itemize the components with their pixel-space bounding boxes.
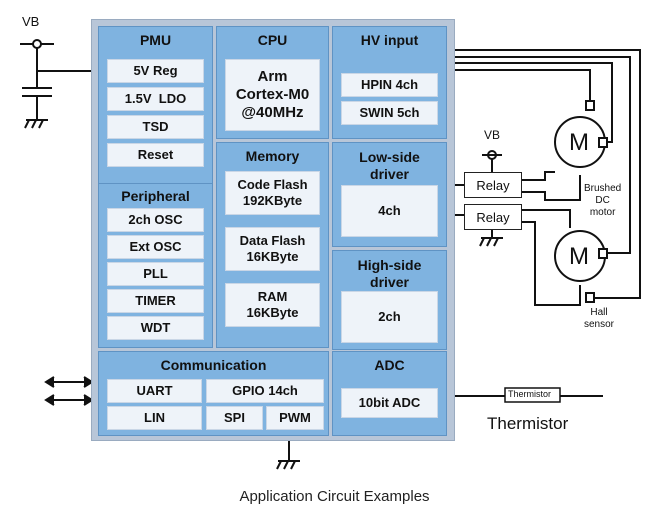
memory-item: Code Flash 192KByte [225,171,320,215]
peripheral-item: 2ch OSC [107,208,204,232]
communication-title: Communication [160,357,267,373]
low-side-driver-channels: 4ch [341,185,438,237]
pmu-title: PMU [139,32,172,48]
hall-sensor-label: Hall sensor [584,307,615,330]
high-side-driver-section: High-side driver 2ch [332,250,447,350]
adc-resolution: 10bit ADC [341,388,438,418]
thermistor-box-label: Thermistor [508,389,552,399]
peripheral-item: WDT [107,316,204,340]
communication-spi: SPI [206,406,263,430]
relay-1: Relay [464,172,522,198]
mcu-block: PMU 5V Reg 1.5V LDO TSD Reset CPU Arm Co… [91,19,455,441]
peripheral-title: Peripheral [121,188,190,204]
communication-section: Communication UART GPIO 14ch LIN SPI PWM [98,351,329,436]
communication-gpio: GPIO 14ch [206,379,324,403]
pmu-section: PMU 5V Reg 1.5V LDO TSD Reset [98,26,213,196]
thermistor-box [504,387,561,403]
peripheral-item: Ext OSC [107,235,204,259]
motor-2-symbol: M [569,243,589,270]
vb-left-label: VB [22,14,40,29]
peripheral-item: TIMER [107,289,204,313]
hv-input-section: HV input HPIN 4ch SWIN 5ch [332,26,447,139]
hv-input-item: HPIN 4ch [341,73,438,97]
hv-wire-4 [455,69,591,105]
memory-item: Data Flash 16KByte [225,227,320,271]
peripheral-section: Peripheral 2ch OSC Ext OSC PLL TIMER WDT [98,183,213,348]
hv-input-title: HV input [360,32,419,48]
relay-2: Relay [464,204,522,230]
pmu-item: TSD [107,115,204,139]
cpu-core: Arm Cortex-M0 @40MHz [225,59,320,131]
vb-left-terminal [32,39,42,49]
communication-pwm: PWM [266,406,324,430]
motor-label: Brushed DC motor [584,183,622,218]
hv-wire-1 [455,49,641,299]
cpu-title: CPU [257,32,288,48]
figure-caption: Application Circuit Examples [239,488,430,505]
high-side-driver-channels: 2ch [341,291,438,343]
relay1-motor-wire [522,171,555,181]
pmu-item: 1.5V LDO [107,87,204,111]
hv-input-item: SWIN 5ch [341,101,438,125]
communication-lin: LIN [107,406,202,430]
adc-section: ADC 10bit ADC [332,351,447,436]
thermistor-label: Thermistor [487,414,569,433]
pmu-item: 5V Reg [107,59,204,83]
hall-sensor-terminal [585,292,595,303]
communication-uart: UART [107,379,202,403]
pmu-item: Reset [107,143,204,167]
high-side-driver-title: High-side driver [357,257,422,290]
adc-title: ADC [374,357,405,373]
low-side-driver-section: Low-side driver 4ch [332,142,447,247]
memory-section: Memory Code Flash 192KByte Data Flash 16… [216,142,329,348]
cpu-section: CPU Arm Cortex-M0 @40MHz [216,26,329,139]
vb-right-label: VB [484,128,501,142]
peripheral-item: PLL [107,262,204,286]
memory-title: Memory [245,148,300,164]
low-side-driver-title: Low-side driver [359,149,420,182]
relay2-motor-wire [522,221,581,306]
motor-1-symbol: M [569,129,589,156]
memory-item: RAM 16KByte [225,283,320,327]
